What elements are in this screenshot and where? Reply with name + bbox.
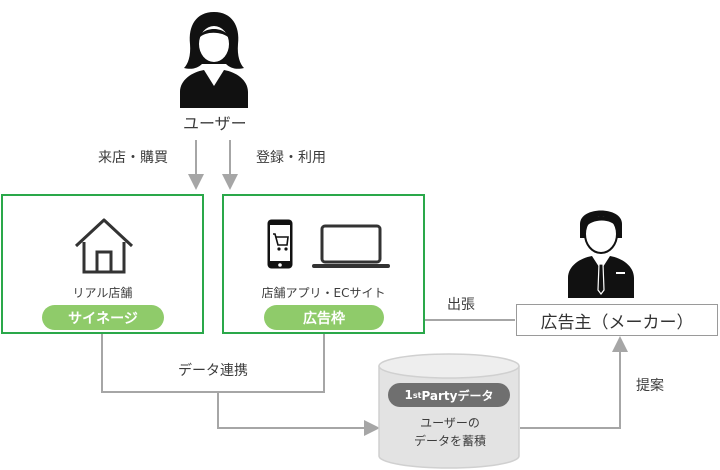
user-woman-icon (180, 12, 248, 108)
app-ec-box: 店舗アプリ・ECサイト 広告枠 (222, 194, 425, 334)
real-store-label: リアル店舗 (72, 286, 133, 300)
data-link-label: データ連携 (178, 363, 248, 379)
businessman-icon (568, 210, 634, 298)
advertiser-box: 広告主（メーカー） (516, 304, 718, 336)
advertiser-label: 広告主（メーカー） (540, 312, 694, 333)
database-caption: ユーザーの データを蓄積 (380, 414, 520, 450)
signage-badge: サイネージ (42, 305, 164, 330)
real-store-box: リアル店舗 サイネージ (1, 194, 204, 334)
smartphone-cart-icon (267, 219, 293, 269)
dispatch-label: 出張 (447, 297, 475, 313)
signage-badge-text: サイネージ (68, 310, 138, 327)
badge-sup: st (412, 390, 422, 400)
data-link-line (101, 333, 325, 393)
data-to-db-line (217, 392, 380, 436)
proposal-line (520, 336, 628, 429)
house-icon (74, 218, 134, 274)
laptop-icon (312, 224, 390, 268)
register-use-label: 登録・利用 (256, 150, 326, 166)
database-cylinder (378, 353, 520, 469)
database-line2: データを蓄積 (413, 434, 486, 448)
visit-purchase-label: 来店・購買 (98, 150, 168, 166)
database-line1: ユーザーの (420, 416, 480, 430)
app-ec-label: 店舗アプリ・ECサイト (261, 286, 386, 300)
user-label: ユーザー (183, 114, 247, 133)
badge-post: Partyデータ (421, 388, 494, 403)
ad-slot-badge-text: 広告枠 (303, 310, 345, 327)
proposal-label: 提案 (636, 378, 664, 394)
badge-pre: 1 (404, 388, 413, 402)
ad-slot-badge: 広告枠 (264, 305, 384, 330)
